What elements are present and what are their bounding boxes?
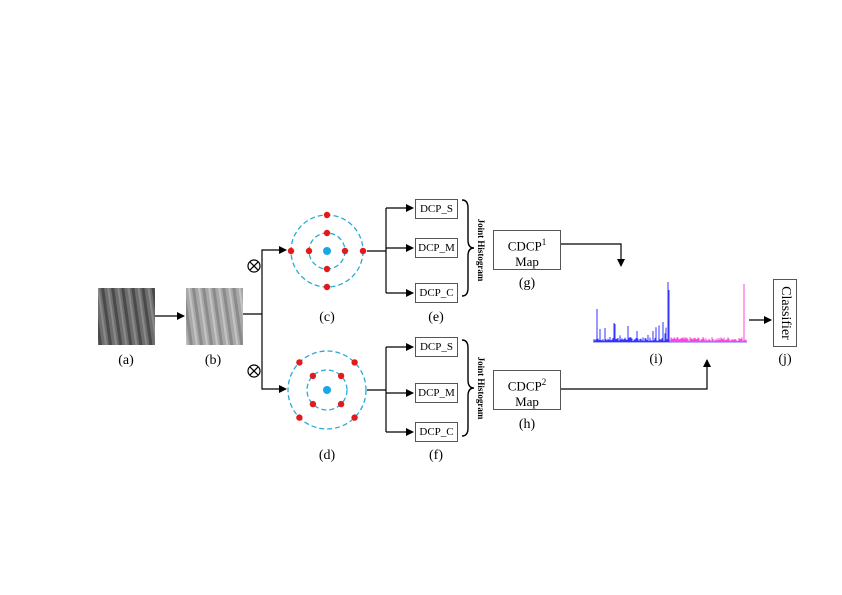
split-connector [243,246,287,393]
label-g: (g) [518,276,536,291]
label-b: (b) [204,353,222,368]
connector-top [367,204,414,297]
brace-top [461,199,475,297]
dcp-m-box-top: DCP_M [415,238,458,258]
dcp-s-box-top: DCP_S [415,199,458,219]
cdcp2-name: CDCP [507,378,542,394]
joint-histogram-label-bottom: Joint Histogram [476,356,486,420]
cdcp1-name: CDCP [507,238,542,254]
dcp-m-box-bottom: DCP_M [415,383,458,403]
label-a: (a) [118,353,134,368]
cdcp2-map-box: CDCP2 Map [493,370,561,410]
joint-histogram-label-top: Joint Histogram [476,218,486,282]
label-f: (f) [429,448,443,463]
texture-image-original [98,288,155,345]
texture-image-preprocessed [186,288,243,345]
cdcp1-map-box: CDCP1 Map [493,230,561,270]
arrow-map2-histogram [561,359,711,390]
label-d: (d) [318,448,336,463]
classifier-label: Classifier [778,286,793,340]
dcp-s-box-bottom: DCP_S [415,337,458,357]
classifier-box [773,279,797,347]
sampling-pattern-c [287,211,367,291]
arrow-map1-histogram [561,243,625,267]
cdcp2-map-text: Map [515,394,539,410]
label-j: (j) [778,352,792,367]
cdcp1-sup: 1 [541,237,547,247]
label-e: (e) [428,310,444,325]
dcp-c-box-bottom: DCP_C [415,422,458,442]
label-i: (i) [649,352,663,367]
sampling-pattern-d [287,350,367,430]
cdcp2-sup: 2 [541,377,547,387]
otimes-symbol-top [247,259,261,273]
histogram-i [593,282,747,343]
dcp-c-box-top: DCP_C [415,283,458,303]
label-h: (h) [518,417,536,432]
label-c: (c) [319,310,335,325]
connector-bottom [367,343,414,436]
cdcp1-map-text: Map [515,254,539,270]
otimes-symbol-bottom [247,364,261,378]
brace-bottom [461,339,475,437]
